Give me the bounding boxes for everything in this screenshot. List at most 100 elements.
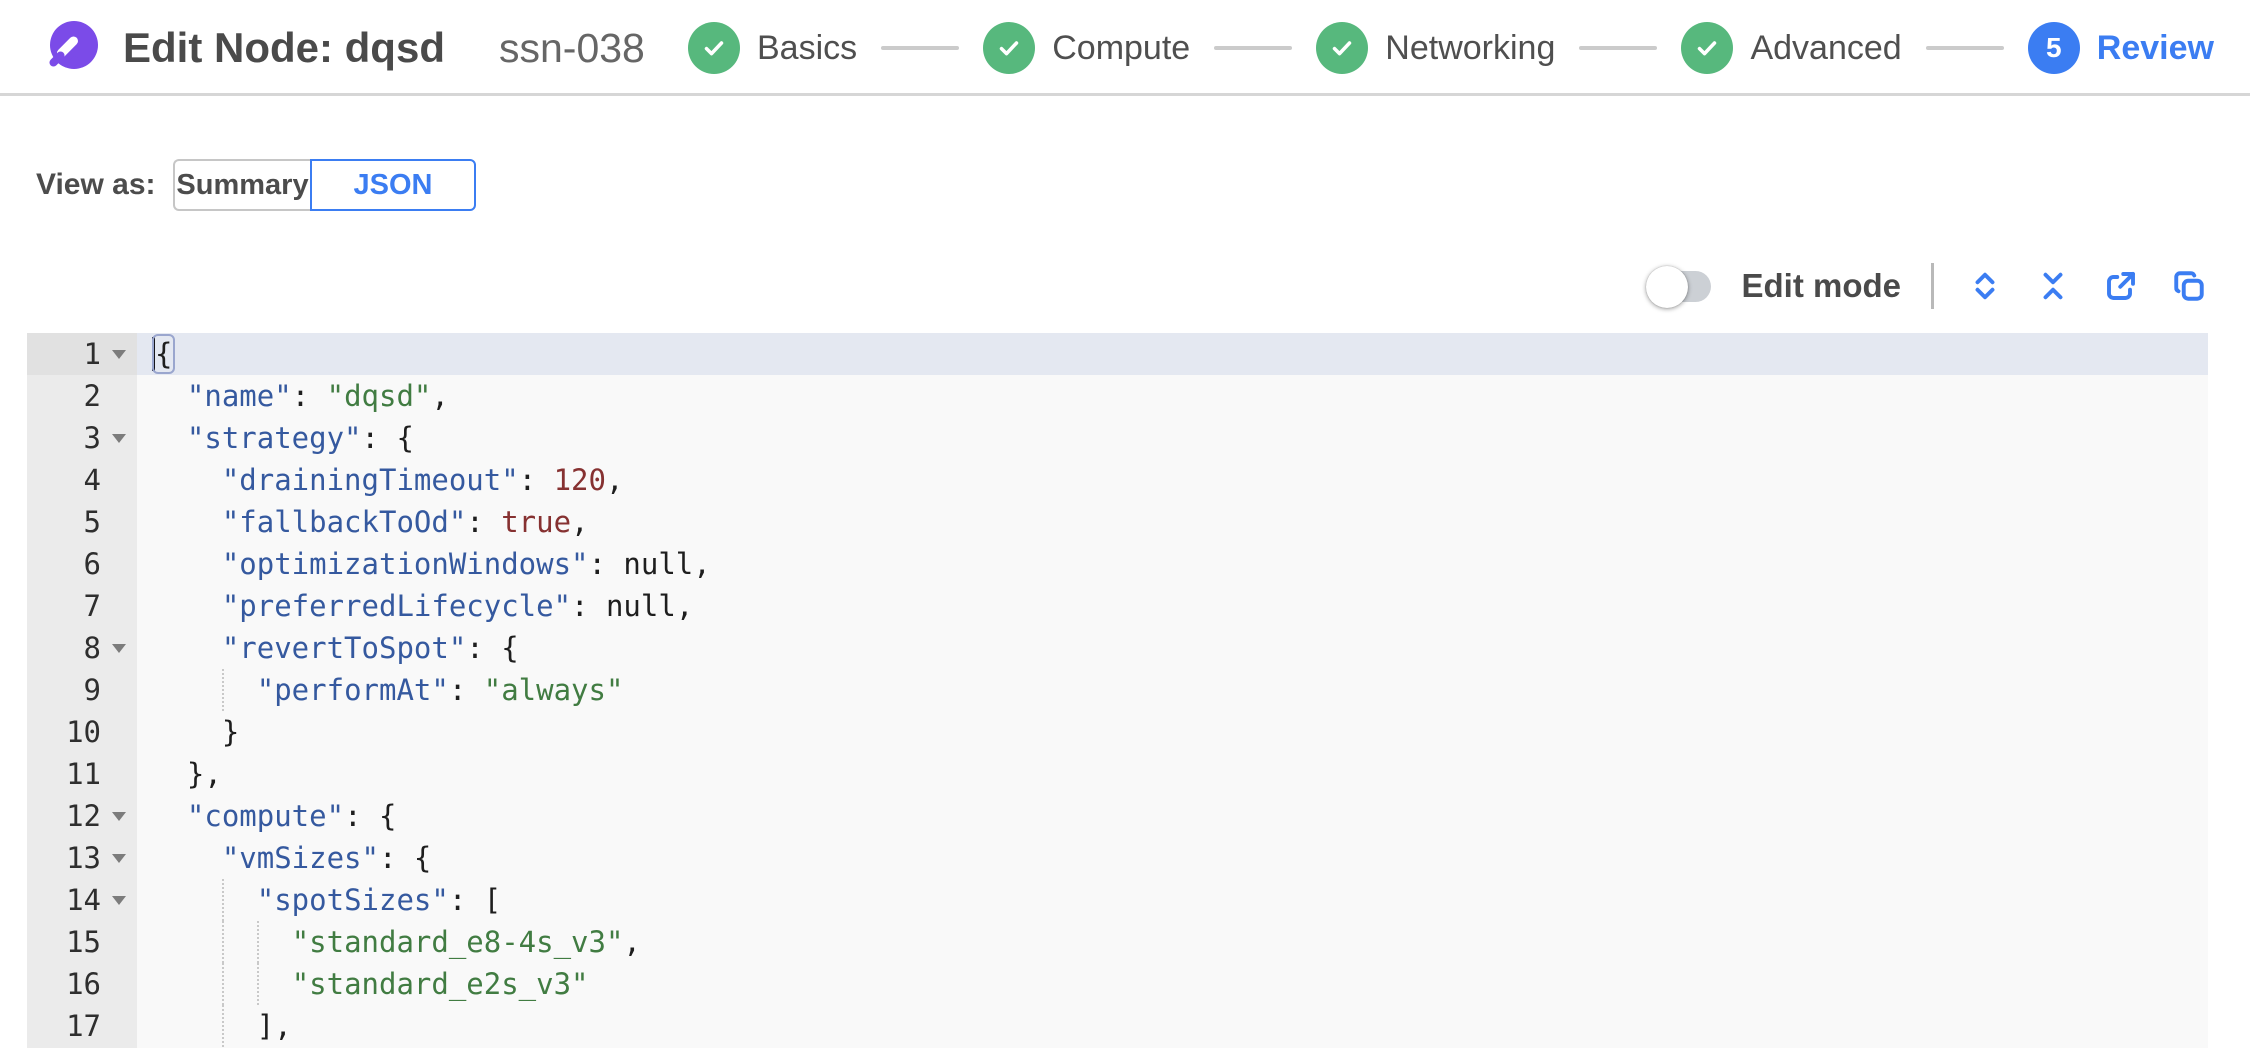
gutter-cell: 8 (27, 627, 137, 669)
line-number: 9 (83, 673, 101, 707)
gutter-cell: 10 (27, 711, 137, 753)
check-icon (983, 22, 1036, 74)
editor-line: 3 "strategy": { (27, 417, 2208, 459)
code-cell[interactable]: "standard_e8-4s_v3", (137, 921, 2208, 963)
line-number: 6 (83, 547, 101, 581)
gutter-cell: 6 (27, 543, 137, 585)
code-text: } (221, 715, 240, 749)
gutter-cell: 17 (27, 1005, 137, 1047)
gutter-cell: 5 (27, 501, 137, 543)
wizard-header: Edit Node: dqsd ssn-038 Basics Compute Net… (0, 0, 2250, 96)
step-advanced[interactable]: Advanced (1681, 22, 1902, 74)
code-cell[interactable]: } (137, 711, 2208, 753)
indent-guide (256, 921, 259, 963)
code-cell[interactable]: "drainingTimeout": 120, (137, 459, 2208, 501)
code-cell[interactable]: ], (137, 1005, 2208, 1047)
step-compute[interactable]: Compute (983, 22, 1190, 74)
editor-line: 17 ], (27, 1005, 2208, 1047)
step-number: 5 (2046, 32, 2062, 63)
export-button[interactable] (2100, 265, 2142, 307)
code-cell[interactable]: "preferredLifecycle": null, (137, 585, 2208, 627)
json-button[interactable]: JSON (310, 159, 476, 211)
code-cell[interactable]: "performAt": "always" (137, 669, 2208, 711)
code-cell[interactable]: "compute": { (137, 795, 2208, 837)
line-number: 12 (66, 799, 101, 833)
step-label: Review (2096, 28, 2214, 67)
step-connector (1579, 46, 1658, 50)
copy-icon (2174, 271, 2204, 301)
editor-line: 1{ (27, 333, 2208, 375)
code-text: { (137, 333, 2208, 375)
node-id-text: ssn-038 (499, 24, 645, 71)
code-cell[interactable]: "name": "dqsd", (137, 375, 2208, 417)
step-label: Compute (1052, 28, 1191, 67)
view-as-label: View as: (36, 168, 156, 201)
editor-line: 15 "standard_e8-4s_v3", (27, 921, 2208, 963)
expand-all-button[interactable] (1964, 265, 2006, 307)
gutter-cell: 1 (27, 333, 137, 375)
code-cell[interactable]: "spotSizes": [ (137, 879, 2208, 921)
code-text: "compute": { (186, 799, 397, 833)
edit-mode-toggle[interactable] (1646, 265, 1712, 308)
fold-arrow-icon[interactable] (112, 433, 126, 443)
gutter-cell: 3 (27, 417, 137, 459)
code-cell[interactable]: "standard_e2s_v3" (137, 963, 2208, 1005)
code-cell[interactable]: "vmSizes": { (137, 837, 2208, 879)
copy-button[interactable] (2168, 265, 2210, 307)
summary-button[interactable]: Summary (173, 159, 310, 211)
step-networking[interactable]: Networking (1316, 22, 1555, 74)
view-as-segmented-control: Summary JSON (173, 159, 476, 211)
gutter-cell: 16 (27, 963, 137, 1005)
line-number: 4 (83, 463, 101, 497)
code-cell[interactable]: }, (137, 753, 2208, 795)
indent-guide (221, 963, 224, 1005)
gutter-cell: 15 (27, 921, 137, 963)
page-title: Edit Node: dqsd (123, 24, 445, 71)
code-text: "optimizationWindows": null, (221, 547, 711, 581)
wizard-stepper: Basics Compute Networking Advanced 5 Review (688, 0, 2214, 96)
code-cell[interactable]: "strategy": { (137, 417, 2208, 459)
fold-arrow-icon[interactable] (112, 853, 126, 863)
node-id-clip: ssn-038 (499, 0, 649, 96)
line-number: 5 (83, 505, 101, 539)
gutter-cell: 13 (27, 837, 137, 879)
check-icon (1316, 22, 1369, 74)
editor-line: 9 "performAt": "always" (27, 669, 2208, 711)
step-basics[interactable]: Basics (688, 22, 857, 74)
export-icon (2107, 272, 2135, 300)
fold-arrow-icon[interactable] (112, 643, 126, 653)
line-number: 14 (66, 883, 101, 917)
step-label: Advanced (1750, 28, 1902, 67)
collapse-all-button[interactable] (2032, 265, 2074, 307)
toggle-knob (1646, 265, 1689, 308)
step-review[interactable]: 5 Review (2027, 22, 2214, 74)
gutter-cell: 2 (27, 375, 137, 417)
json-editor[interactable]: 1{2 "name": "dqsd",3 "strategy": { 4 "dra… (27, 333, 2208, 1048)
fold-arrow-icon[interactable] (112, 895, 126, 905)
code-text: "standard_e8-4s_v3", (291, 925, 641, 959)
editor-line: 5 "fallbackToOd": true, (27, 501, 2208, 543)
code-cell[interactable]: "optimizationWindows": null, (137, 543, 2208, 585)
code-cell[interactable]: "revertToSpot": { (137, 627, 2208, 669)
check-icon (1681, 22, 1734, 74)
code-text: "preferredLifecycle": null, (221, 589, 694, 623)
line-number: 16 (66, 967, 101, 1001)
code-text: "spotSizes": [ (256, 883, 502, 917)
step-connector (881, 46, 960, 50)
editor-line: 12 "compute": { (27, 795, 2208, 837)
edit-mode-label: Edit mode (1741, 267, 1901, 304)
step-connector (1925, 46, 2004, 50)
editor-line: 13 "vmSizes": { (27, 837, 2208, 879)
fold-arrow-icon[interactable] (112, 811, 126, 821)
collapse-all-icon (2043, 272, 2063, 300)
gutter-cell: 12 (27, 795, 137, 837)
code-text: "strategy": { (186, 421, 414, 455)
check-icon (688, 22, 740, 74)
indent-guide (221, 921, 224, 963)
gutter-cell: 14 (27, 879, 137, 921)
indent-guide (256, 963, 259, 1005)
fold-arrow-icon[interactable] (112, 349, 126, 359)
code-cell[interactable]: { (137, 333, 2208, 375)
gutter-cell: 11 (27, 753, 137, 795)
code-cell[interactable]: "fallbackToOd": true, (137, 501, 2208, 543)
